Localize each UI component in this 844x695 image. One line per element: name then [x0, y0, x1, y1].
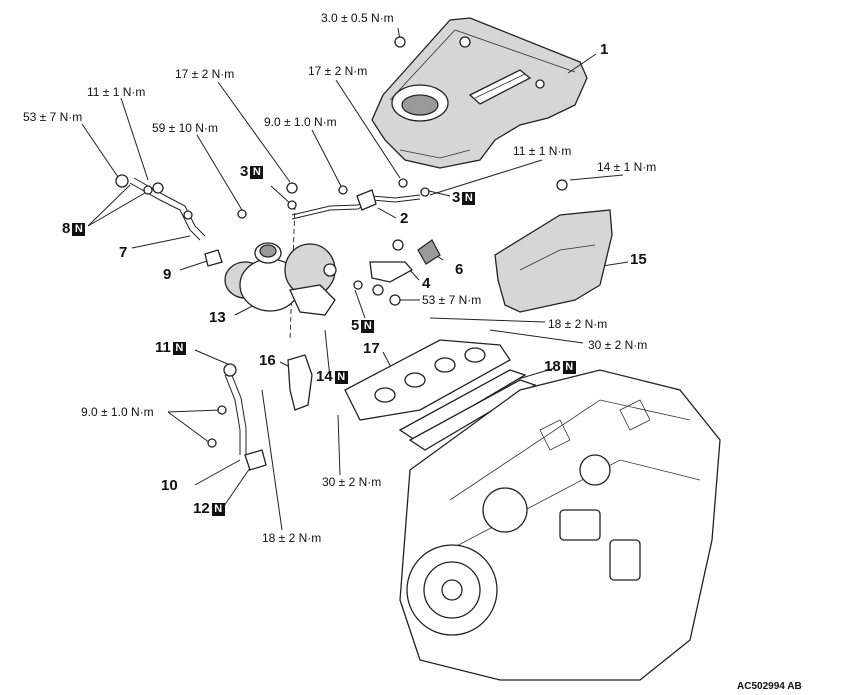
engine-cover-part-1 — [371, 17, 588, 169]
torque-label: 59 ± 10 N·m — [152, 121, 218, 135]
replace-mark: N — [250, 166, 264, 179]
replace-mark: N — [334, 371, 348, 384]
part-label-16: 16 — [259, 352, 276, 369]
torque-label: 14 ± 1 N·m — [597, 160, 657, 174]
replace-mark: N — [462, 192, 476, 205]
replace-mark: N — [562, 361, 576, 374]
replace-mark: N — [72, 223, 86, 236]
replace-mark: N — [172, 342, 186, 355]
figure-code: AC502994 AB — [737, 681, 802, 692]
part-label-7: 7 — [119, 244, 128, 261]
turbocharger-part-13 — [224, 242, 337, 316]
part-label-6: 6 — [455, 261, 464, 278]
part-label-10: 10 — [161, 477, 178, 494]
part-label-13: 13 — [209, 309, 226, 326]
part-label-4: 4 — [422, 275, 431, 292]
part-6 — [417, 239, 441, 265]
water-pipe-part-7 — [115, 174, 247, 267]
torque-label: 30 ± 2 N·m — [322, 475, 382, 489]
torque-label: 3.0 ± 0.5 N·m — [321, 11, 394, 25]
replace-mark: N — [211, 503, 225, 516]
torque-label: 9.0 ± 1.0 N·m — [81, 405, 154, 419]
part-label-9: 9 — [163, 266, 172, 283]
bracket-part-16 — [287, 354, 313, 411]
part-label-17: 17 — [363, 340, 380, 357]
torque-label: 18 ± 2 N·m — [548, 317, 608, 331]
oil-pipe-part-2 — [286, 36, 430, 220]
replace-mark: N — [361, 320, 375, 333]
pipe-part-10 — [207, 363, 267, 471]
torque-label: 53 ± 7 N·m — [23, 110, 83, 124]
manifold-part-17 — [344, 339, 511, 421]
torque-label: 30 ± 2 N·m — [588, 338, 648, 352]
part-label-2: 2 — [400, 210, 409, 227]
torque-label: 9.0 ± 1.0 N·m — [264, 115, 337, 129]
bracket-part-4 — [353, 239, 414, 306]
engine-block — [399, 369, 721, 681]
part-label-1: 1 — [600, 41, 609, 58]
torque-label: 11 ± 1 N·m — [513, 144, 572, 158]
torque-label: 53 ± 7 N·m — [422, 293, 482, 307]
torque-label: 17 ± 2 N·m — [308, 64, 368, 78]
torque-label: 18 ± 2 N·m — [262, 531, 322, 545]
torque-label: 11 ± 1 N·m — [87, 85, 146, 99]
gasket-part-18 — [398, 369, 537, 451]
torque-label: 17 ± 2 N·m — [175, 67, 235, 81]
part-label-15: 15 — [630, 251, 647, 268]
heat-protector-part-15 — [494, 179, 613, 313]
